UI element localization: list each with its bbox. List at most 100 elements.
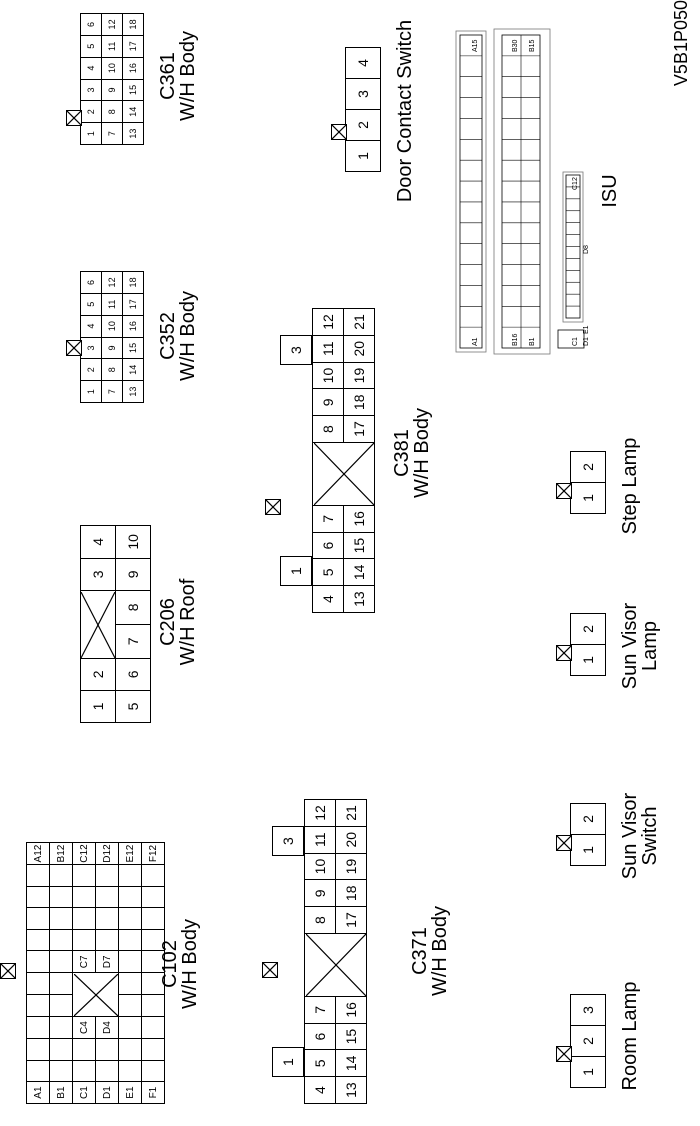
pin-cell: 3: [280, 335, 312, 365]
pin-cell: [118, 886, 142, 908]
isu-a1: A1: [472, 337, 479, 346]
pin-cell: [118, 1060, 142, 1082]
sun-visor-switch-label-line: Switch: [639, 806, 661, 866]
pin-cell: 8: [115, 590, 151, 625]
pin-cell: 16: [122, 57, 144, 80]
pin-cell: [26, 1038, 50, 1061]
isu-a15: A15: [472, 39, 479, 52]
pin-cell: 6: [312, 532, 344, 559]
pin-cell: 5: [80, 293, 102, 316]
pin-cell: 18: [343, 388, 375, 416]
pin-cell: 15: [343, 532, 375, 559]
pin-cell: 6: [80, 271, 102, 294]
pin-cell: 8: [101, 358, 123, 381]
isu-b15: B15: [529, 39, 536, 52]
pin-cell: 3: [570, 994, 606, 1026]
c371-name: C371: [409, 927, 431, 975]
pin-cell: 14: [343, 558, 375, 586]
pin-cell: 11: [312, 335, 344, 363]
pin-cell: [72, 1060, 96, 1082]
pin-cell: C4: [72, 1016, 96, 1039]
pin-cell: [49, 1038, 73, 1061]
door-contact-switch-label-line: Door Contact Switch: [394, 19, 416, 203]
pin-cell: [273, 799, 304, 827]
pin-cell: [26, 864, 50, 887]
cavity-cross-icon: [305, 933, 366, 996]
pin-cell: F12: [141, 842, 165, 865]
pin-cell: E12: [118, 842, 142, 865]
sun-visor-lamp-lock-icon: [556, 645, 572, 661]
pin-cell: [95, 1060, 119, 1082]
pin-cell: 1: [80, 122, 102, 145]
sun-visor-lamp-label-line: Lamp: [639, 620, 661, 672]
pin-cell: A12: [26, 842, 50, 865]
pin-cell: 11: [101, 35, 123, 58]
pin-cell: D12: [95, 842, 119, 865]
pin-cell: 7: [101, 122, 123, 145]
c361-label: C361 W/H Body: [157, 1, 199, 151]
pin-cell: 4: [304, 1076, 336, 1104]
isu-b30: B30: [512, 39, 519, 52]
pin-cell: [141, 1060, 165, 1082]
door-contact-switch-lock-icon: [331, 124, 347, 140]
sun-visor-lamp-label-line: Sun Visor: [619, 602, 641, 690]
isu-e1: E1: [583, 325, 590, 334]
pin-cell: [118, 864, 142, 887]
pin-cell: 17: [122, 293, 144, 316]
c352-name: C352: [157, 312, 179, 360]
pin-cell: 13: [122, 122, 144, 145]
pin-cell: [49, 929, 73, 951]
pin-cell: 21: [343, 308, 375, 336]
pin-cell: [95, 907, 119, 930]
pin-cell: 1: [80, 380, 102, 403]
pin-cell: [72, 972, 119, 1017]
pin-cell: 7: [304, 996, 336, 1024]
pin-cell: 5: [312, 558, 344, 586]
pin-cell: B1: [49, 1081, 73, 1104]
pin-cell: 12: [304, 799, 336, 827]
c361-harness: W/H Body: [177, 30, 199, 122]
pin-cell: [118, 950, 142, 973]
isu-c12: C12: [572, 177, 579, 190]
c206-name: C206: [157, 598, 179, 646]
pin-cell: [281, 364, 312, 392]
pin-cell: 1: [570, 834, 606, 866]
step-lamp-label: Step Lamp: [619, 416, 641, 556]
isu-b16: B16: [512, 333, 519, 346]
pin-cell: 5: [304, 1049, 336, 1077]
sun-visor-switch-label-line: Sun Visor: [619, 792, 641, 880]
pin-cell: [95, 929, 119, 951]
pin-cell: [281, 585, 312, 613]
pin-cell: C12: [72, 842, 96, 865]
pin-cell: 16: [343, 505, 375, 533]
c371-lock-icon: [262, 962, 278, 978]
c361-name: C361: [157, 52, 179, 100]
pin-cell: 17: [343, 415, 375, 443]
pin-cell: 1: [272, 1047, 304, 1077]
cavity-cross-icon: [313, 442, 374, 505]
room-lamp-label: Room Lamp: [619, 956, 641, 1116]
pin-cell: 13: [343, 585, 375, 613]
c381-harness: W/H Body: [411, 407, 433, 499]
pin-cell: [281, 529, 312, 557]
pin-cell: 20: [343, 335, 375, 363]
cavity-cross-icon: [73, 974, 118, 1017]
pin-cell: [95, 886, 119, 908]
pin-cell: 19: [335, 853, 367, 880]
